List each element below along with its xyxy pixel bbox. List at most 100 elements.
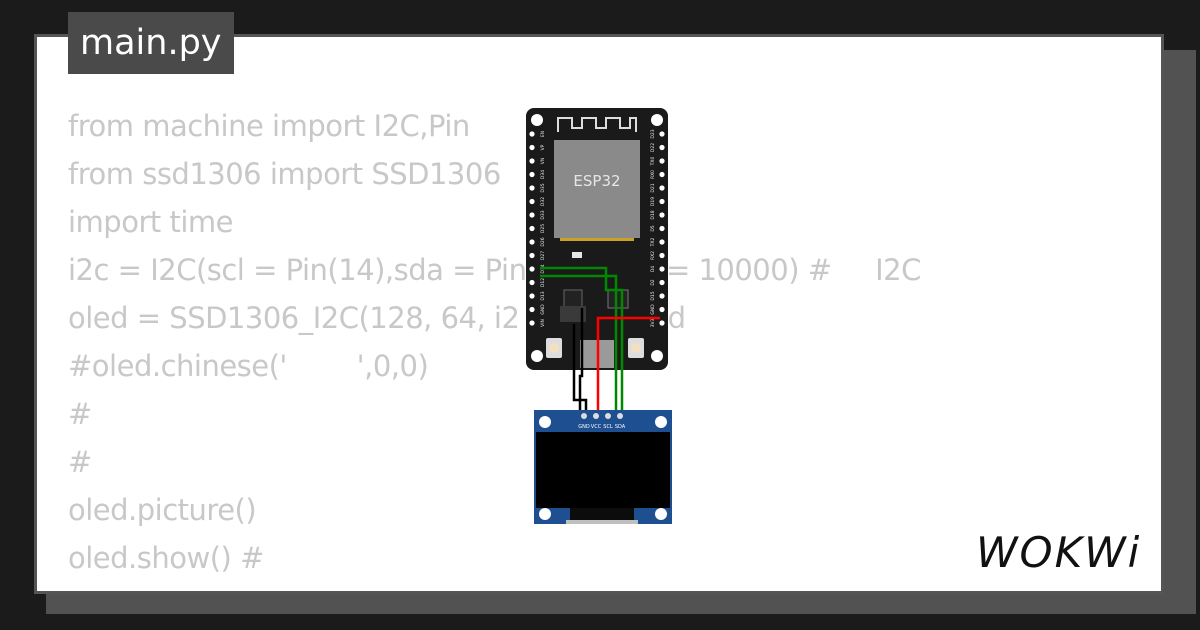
oled-pin-label: SCL bbox=[603, 424, 613, 430]
header-pin-label: GND bbox=[650, 304, 656, 315]
header-pin[interactable] bbox=[529, 266, 535, 272]
header-pin[interactable] bbox=[659, 239, 665, 245]
header-pin-label: 3V3 bbox=[650, 318, 656, 327]
header-pin-label: TX0 bbox=[650, 157, 656, 167]
header-pin-label: D5 bbox=[650, 225, 656, 231]
smd-component bbox=[572, 252, 582, 258]
header-pin[interactable] bbox=[659, 185, 665, 191]
header-pin-label: D12 bbox=[540, 278, 546, 287]
code-line: oled.picture() bbox=[68, 493, 257, 527]
code-line: oled.show() # bbox=[68, 541, 264, 575]
oled-hole bbox=[539, 416, 551, 428]
regulator-tab bbox=[560, 306, 586, 322]
header-pin-label: RX2 bbox=[650, 251, 656, 260]
header-pin-label: D25 bbox=[540, 224, 546, 233]
header-pin-label: D32 bbox=[540, 197, 546, 206]
header-pin[interactable] bbox=[659, 198, 665, 205]
header-pin-label: D2 bbox=[650, 279, 656, 285]
header-pin[interactable] bbox=[529, 320, 535, 326]
header-pin[interactable] bbox=[659, 225, 665, 232]
header-pin-label: EN bbox=[540, 131, 546, 137]
en-button-cap bbox=[631, 343, 641, 353]
wire-gnd bbox=[578, 308, 584, 412]
oled-pin-label: VCC bbox=[591, 424, 602, 430]
oled-pin-label: SDA bbox=[615, 424, 626, 430]
header-pin[interactable] bbox=[659, 144, 665, 151]
esp32-chip-label: ESP32 bbox=[573, 172, 620, 190]
right-pin-header: D23D22TX0RX0D21D19D18D5TX2RX2D4D2D15GND3… bbox=[650, 129, 665, 327]
header-pin[interactable] bbox=[529, 212, 535, 218]
header-pin[interactable] bbox=[659, 158, 665, 164]
circuit-diagram: ENVPVND34D35D32D33D25D26D27D14D12D13GNDV… bbox=[526, 108, 672, 524]
code-line: i2c = I2C(scl = Pin(14),sda = Pin = 1000… bbox=[68, 253, 921, 287]
header-pin[interactable] bbox=[529, 239, 535, 245]
oled-pin-label: GND bbox=[578, 424, 590, 430]
header-pin[interactable] bbox=[529, 252, 535, 259]
antenna-trace bbox=[557, 117, 637, 132]
header-pin-label: VIN bbox=[540, 319, 546, 327]
header-pin-label: D27 bbox=[540, 251, 546, 260]
header-pin-label: D15 bbox=[650, 291, 656, 300]
oled-pin[interactable] bbox=[593, 413, 599, 419]
header-pin[interactable] bbox=[659, 252, 665, 259]
header-pin[interactable] bbox=[529, 158, 535, 164]
oled-hole bbox=[655, 508, 667, 520]
header-pin[interactable] bbox=[529, 293, 535, 299]
usb-chip bbox=[607, 289, 629, 309]
header-pin[interactable] bbox=[529, 306, 535, 313]
esp32-board[interactable]: ENVPVND34D35D32D33D25D26D27D14D12D13GNDV… bbox=[526, 108, 668, 370]
header-pin[interactable] bbox=[529, 144, 535, 151]
header-pin[interactable] bbox=[659, 320, 665, 326]
left-pin-header: ENVPVND34D35D32D33D25D26D27D14D12D13GNDV… bbox=[529, 131, 546, 327]
code-line: import time bbox=[68, 205, 233, 239]
module-pads bbox=[560, 238, 634, 241]
wire-vcc bbox=[596, 316, 660, 412]
header-pin[interactable] bbox=[659, 306, 665, 313]
header-pin-label: D35 bbox=[540, 183, 546, 192]
header-pin[interactable] bbox=[659, 212, 665, 218]
header-pin-label: D13 bbox=[540, 291, 546, 300]
oled-flex-cable-edge bbox=[566, 520, 638, 524]
code-line: from ssd1306 import SSD1306 bbox=[68, 157, 501, 191]
header-pin-label: D33 bbox=[540, 210, 546, 219]
header-pin-label: D23 bbox=[650, 129, 656, 138]
header-pin-label: TX2 bbox=[650, 238, 656, 248]
esp32-module bbox=[554, 140, 640, 238]
oled-screen bbox=[536, 432, 670, 508]
header-pin-label: VP bbox=[540, 144, 546, 150]
header-pin-label: VN bbox=[540, 158, 546, 164]
header-pin[interactable] bbox=[659, 279, 665, 286]
code-line: # bbox=[68, 397, 92, 431]
header-pin[interactable] bbox=[659, 293, 665, 299]
header-pin[interactable] bbox=[659, 266, 665, 272]
header-pin-label: D22 bbox=[650, 143, 656, 152]
header-pin-label: D21 bbox=[650, 183, 656, 192]
header-pin[interactable] bbox=[529, 185, 535, 191]
mount-hole bbox=[531, 114, 543, 126]
oled-pin[interactable] bbox=[581, 413, 587, 419]
file-tab[interactable]: main.py bbox=[68, 12, 234, 74]
header-pin[interactable] bbox=[659, 131, 665, 137]
header-pin-label: D18 bbox=[650, 210, 656, 219]
wokwi-logo: WOKWi bbox=[976, 528, 1142, 577]
header-pin[interactable] bbox=[659, 171, 665, 178]
code-line: # bbox=[68, 445, 92, 479]
code-line: from machine import I2C,Pin bbox=[68, 109, 470, 143]
header-pin-label: RX0 bbox=[650, 170, 656, 179]
header-pin[interactable] bbox=[529, 225, 535, 232]
oled-pin[interactable] bbox=[605, 413, 611, 419]
header-pin[interactable] bbox=[529, 279, 535, 286]
oled-pin[interactable] bbox=[617, 413, 623, 419]
header-pin[interactable] bbox=[529, 131, 535, 137]
header-pin[interactable] bbox=[529, 198, 535, 205]
header-pin-label: GND bbox=[540, 304, 546, 315]
boot-button-cap bbox=[549, 343, 559, 353]
mount-hole bbox=[651, 350, 663, 362]
mount-hole bbox=[651, 114, 663, 126]
oled-hole bbox=[655, 416, 667, 428]
header-pin-label: D34 bbox=[540, 170, 546, 179]
header-pin[interactable] bbox=[529, 171, 535, 178]
wire-sda bbox=[540, 266, 624, 412]
